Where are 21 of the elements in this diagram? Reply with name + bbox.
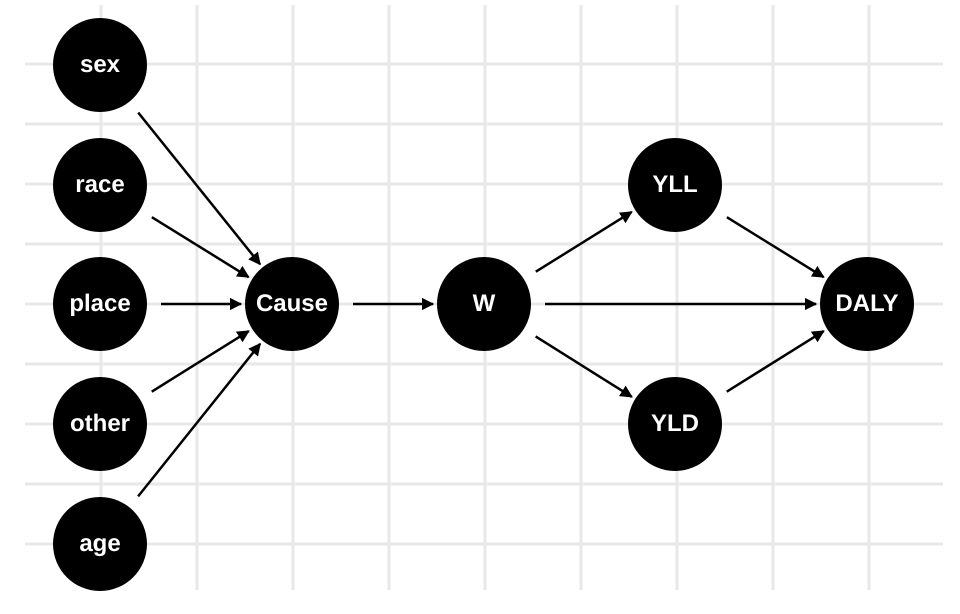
- node-label: other: [70, 410, 130, 438]
- arrow: [535, 210, 633, 273]
- arrow: [151, 330, 250, 393]
- arrow: [726, 216, 825, 278]
- arrow: [534, 335, 633, 398]
- node-label: age: [79, 530, 121, 558]
- arrow: [137, 342, 262, 498]
- arrow: [353, 298, 434, 310]
- arrow: [545, 298, 818, 310]
- arrow: [726, 330, 825, 393]
- arrow: [151, 216, 250, 278]
- node-label: YLL: [652, 171, 698, 199]
- arrow: [161, 298, 242, 310]
- node-label: DALY: [835, 290, 899, 318]
- node-label: place: [69, 290, 131, 318]
- node-label: Cause: [256, 290, 328, 318]
- node-label: W: [472, 290, 496, 318]
- node-label: race: [75, 171, 125, 199]
- node-label: sex: [80, 51, 120, 79]
- node-label: YLD: [651, 410, 699, 438]
- arrow: [137, 112, 262, 266]
